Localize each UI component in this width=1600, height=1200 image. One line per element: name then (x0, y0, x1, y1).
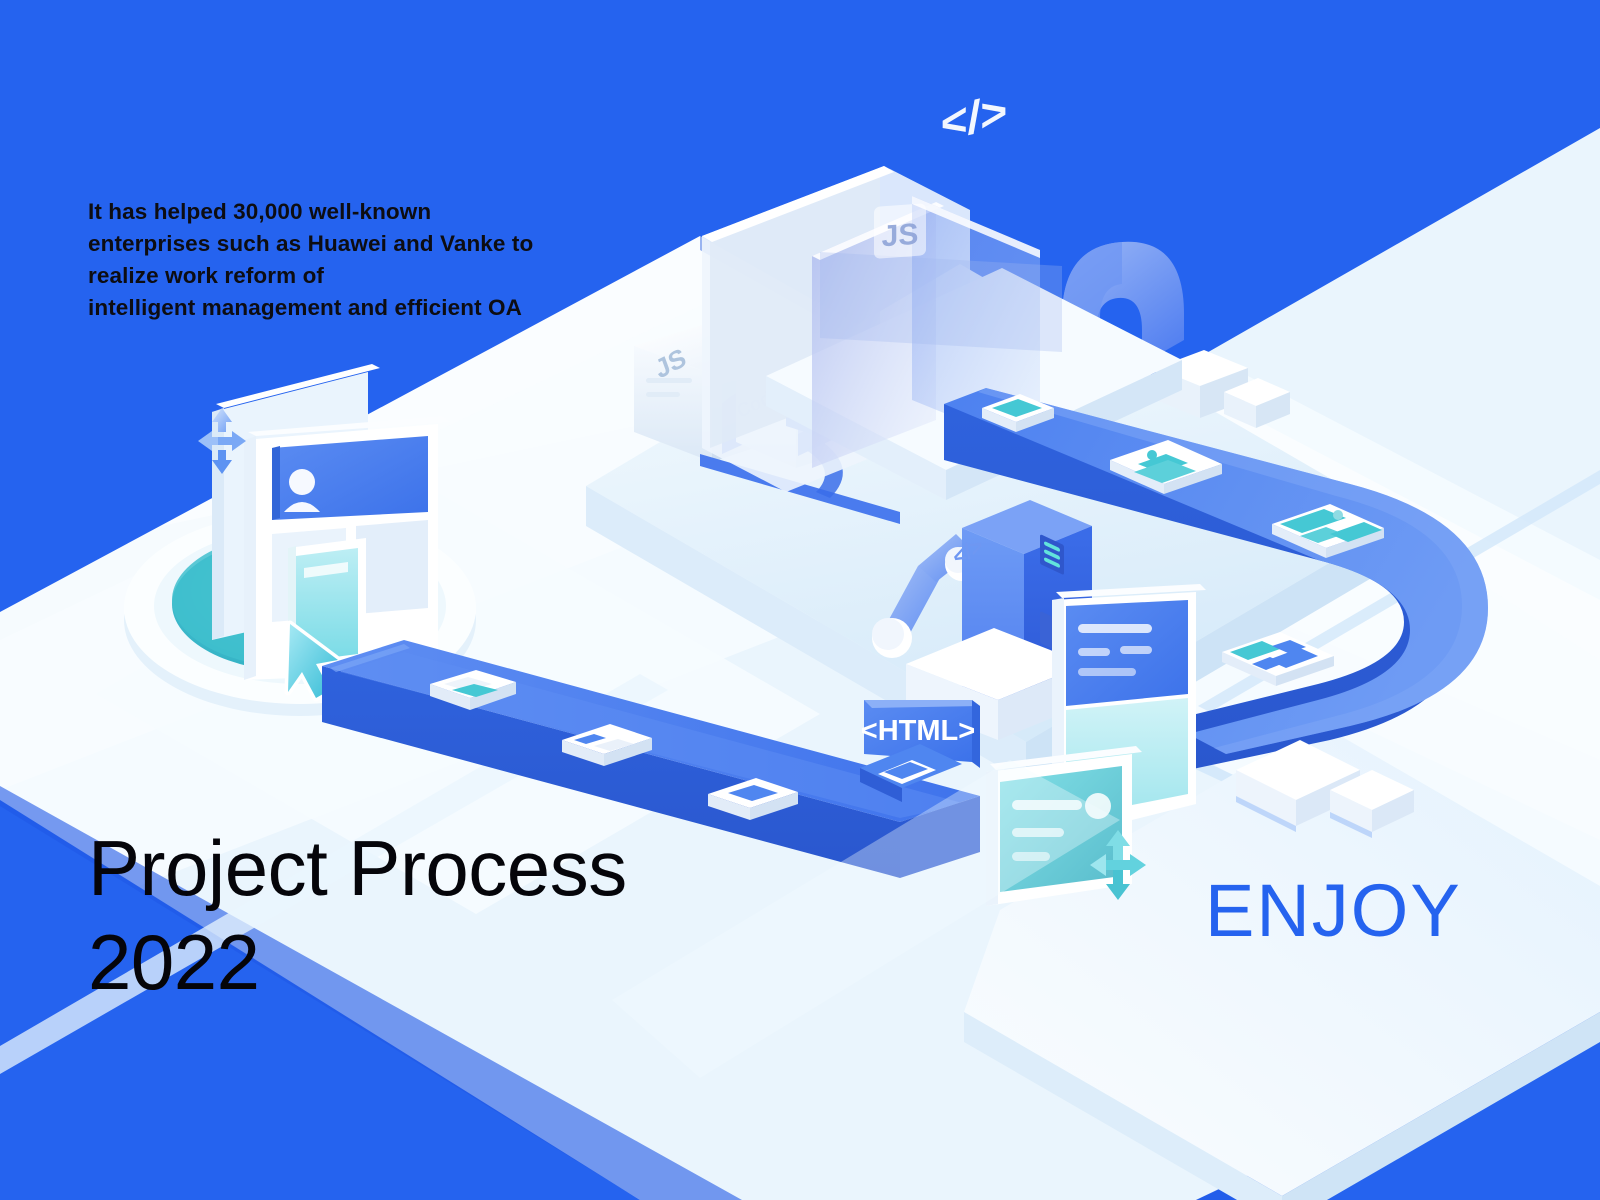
white-boxes-cluster-right (1236, 740, 1414, 838)
conveyor-tile-lower-1 (430, 670, 516, 710)
conveyor-tile-monitor (982, 394, 1054, 432)
brand-mark: ENJOY (1205, 869, 1462, 952)
bg-thin-edge-left (0, 674, 668, 1074)
js-badge: JS (874, 203, 926, 259)
conveyor-ui-card-2 (1272, 504, 1384, 558)
subhead-paragraph: It has helped 30,000 well-known enterpri… (88, 199, 534, 320)
conveyor-ui-card-3 (1222, 632, 1334, 686)
page-title-line1: Project Process (88, 824, 627, 912)
robot-arm (872, 534, 979, 658)
upload-arrow-icon[interactable] (1090, 830, 1146, 900)
bg-blue-bottom-left-2 (0, 786, 742, 1200)
output-tray (860, 744, 962, 802)
bg-foreground-wedge (612, 760, 1120, 1078)
move-arrows-icon[interactable] (198, 408, 246, 474)
conveyor-ui-card-1 (1110, 440, 1222, 623)
html-plate-label: <HTML> (861, 715, 975, 747)
js-badge-label: JS (882, 218, 919, 254)
page-title-line2: 2022 (88, 918, 260, 1006)
glass-monitor: JS </> (702, 84, 1182, 500)
conveyor-tile-lower-3 (708, 778, 798, 820)
bg-blue-top (0, 0, 1600, 612)
html-plate: <HTML> (861, 700, 980, 768)
page-title: Project Process 2022 (88, 826, 627, 1004)
conveyor-tile-lower-2 (562, 724, 652, 766)
